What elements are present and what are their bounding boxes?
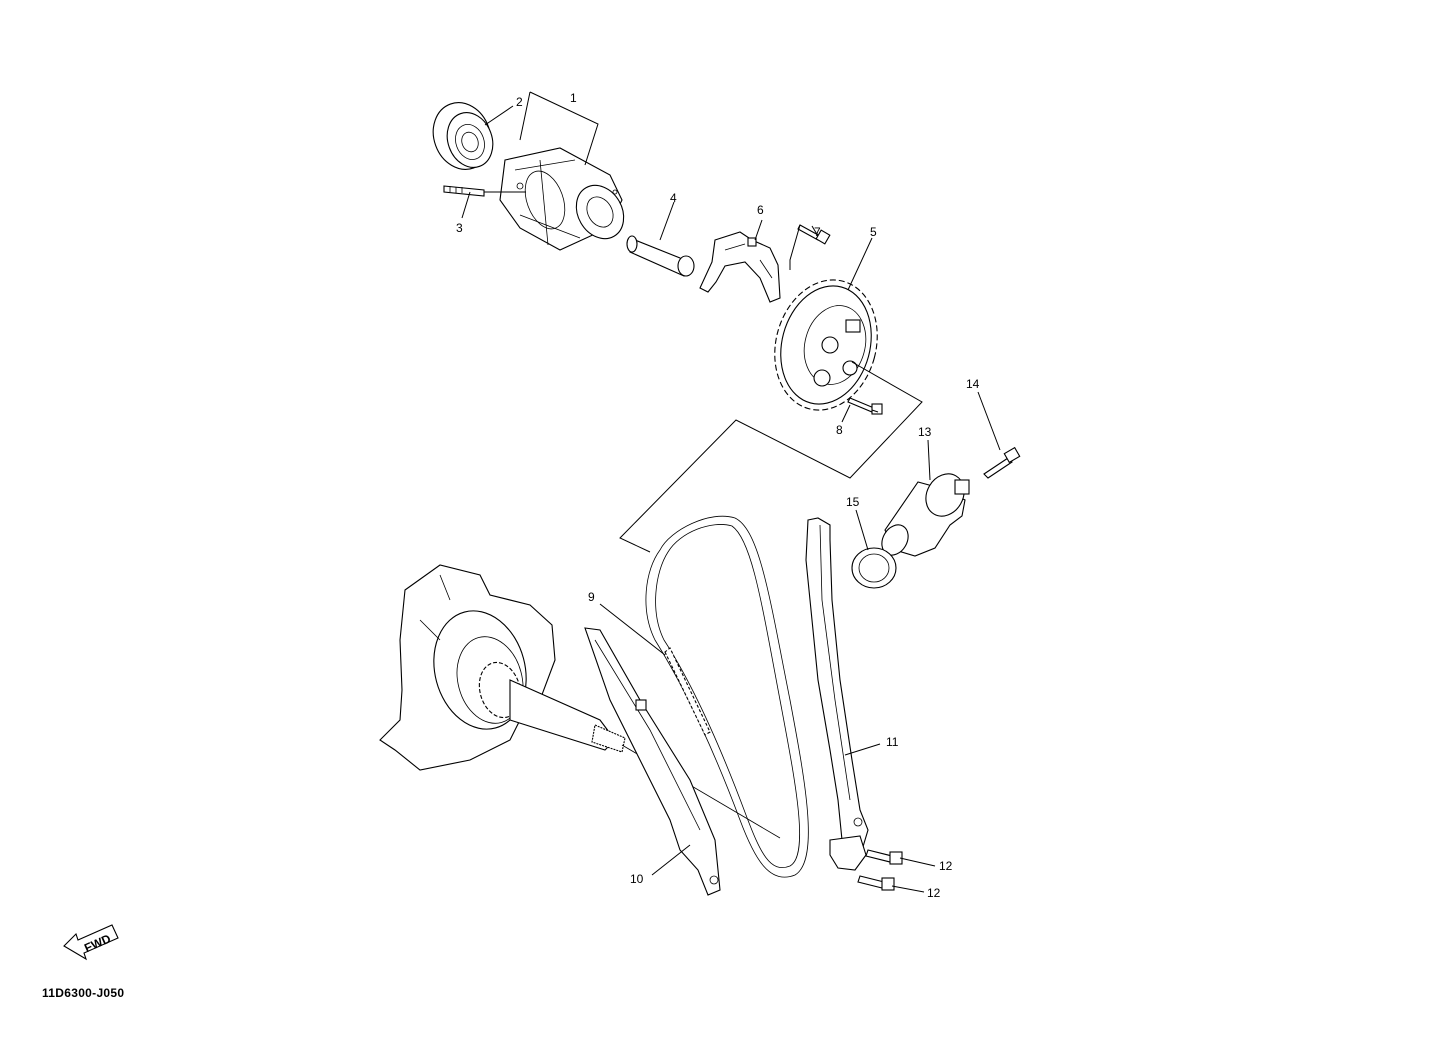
tensioner-guide bbox=[805, 517, 869, 871]
bolt-8 bbox=[847, 397, 883, 415]
callout-5: 5 bbox=[870, 225, 877, 239]
callout-15: 15 bbox=[846, 495, 860, 509]
callout-8: 8 bbox=[836, 423, 843, 437]
callout-11: 11 bbox=[886, 735, 899, 749]
forward-arrow-icon: FWD bbox=[63, 924, 119, 961]
callout-14: 14 bbox=[966, 377, 980, 391]
callout-10: 10 bbox=[630, 872, 644, 886]
bolt-7 bbox=[797, 224, 831, 245]
callout-9: 9 bbox=[588, 590, 595, 604]
callout-3: 3 bbox=[456, 221, 463, 235]
timing-chain bbox=[645, 515, 809, 878]
callout-12-upper: 12 bbox=[939, 859, 953, 873]
camshaft bbox=[499, 147, 625, 251]
decompressor-lever bbox=[699, 231, 781, 303]
crankshaft-housing bbox=[379, 564, 781, 839]
callout-13: 13 bbox=[918, 425, 932, 439]
bolt-12-upper bbox=[865, 849, 903, 865]
chain-tensioner bbox=[881, 473, 970, 557]
bolt-14 bbox=[983, 446, 1021, 479]
callout-6: 6 bbox=[757, 203, 764, 217]
callout-7: 7 bbox=[814, 225, 821, 239]
gasket bbox=[851, 547, 897, 589]
bearing bbox=[432, 102, 494, 170]
chain-guide bbox=[584, 627, 721, 896]
pin bbox=[443, 185, 485, 197]
callout-1: 1 bbox=[570, 91, 577, 105]
callout-2: 2 bbox=[516, 95, 523, 109]
decompressor-shaft bbox=[626, 235, 695, 277]
callout-4: 4 bbox=[670, 191, 677, 205]
cam-sprocket bbox=[774, 279, 878, 411]
bolt-12-lower bbox=[857, 875, 895, 891]
callout-12-lower: 12 bbox=[927, 886, 941, 900]
fwd-label: FWD bbox=[82, 931, 113, 955]
diagram-code: 11D6300-J050 bbox=[42, 986, 125, 1000]
